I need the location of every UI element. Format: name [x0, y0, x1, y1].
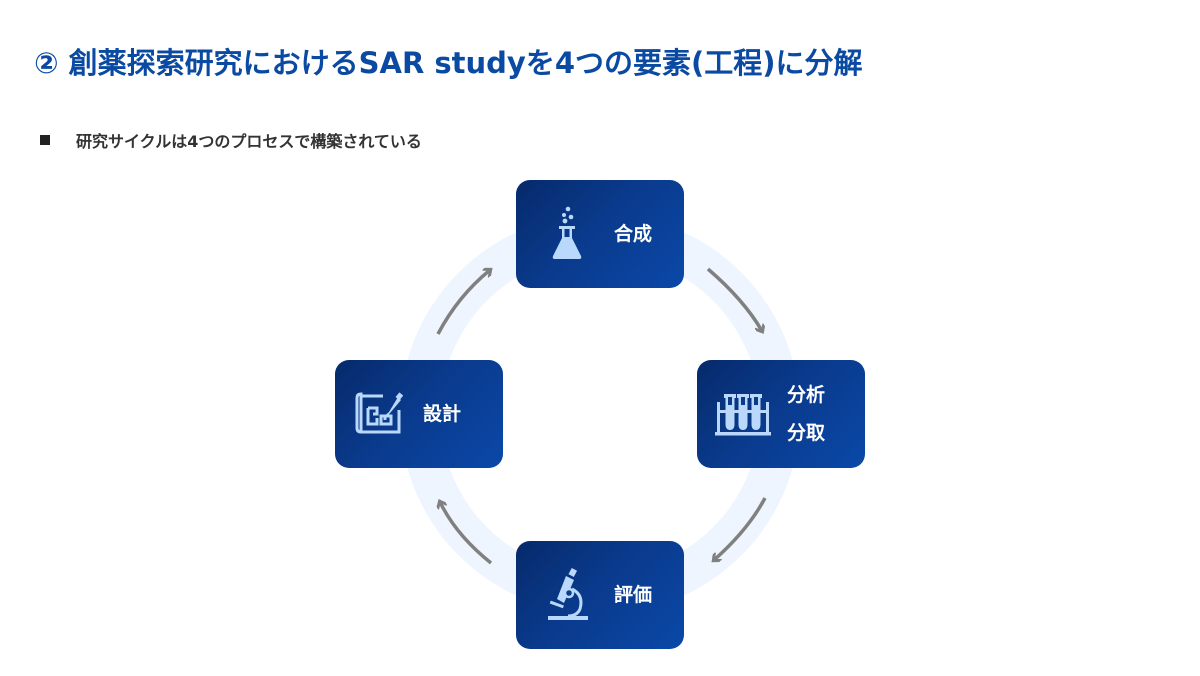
arrow-synthesis-to-analysis — [706, 267, 762, 331]
step-label: 分析 分取 — [787, 376, 825, 452]
step-label: 設計 — [423, 395, 461, 433]
arrow-design-to-synthesis — [436, 270, 490, 335]
step-label: 合成 — [614, 215, 652, 253]
microscope-icon — [548, 567, 588, 620]
test-tubes-icon — [715, 394, 771, 436]
blueprint-icon — [355, 392, 404, 434]
page-title: ② 創薬探索研究におけるSAR studyを4つの要素(工程)に分解 — [34, 46, 863, 80]
arrow-analysis-to-evaluation — [714, 497, 767, 560]
step-evaluation[interactable]: 評価 — [516, 541, 684, 649]
step-label-line: 設計 — [423, 403, 462, 425]
step-analysis[interactable]: 分析 分取 — [697, 360, 865, 468]
bullet-text: 研究サイクルは4つのプロセスで構築されている — [76, 132, 422, 151]
step-label-line: 評価 — [614, 584, 653, 606]
bullet-square-icon — [40, 135, 50, 145]
arrow-evaluation-to-design — [440, 502, 493, 565]
step-label-line: 分析 — [787, 384, 826, 406]
step-synthesis[interactable]: 合成 — [516, 180, 684, 288]
step-label-line: 分取 — [787, 422, 826, 444]
bullet-point: 研究サイクルは4つのプロセスで構築されている — [40, 128, 422, 152]
flask-icon — [552, 206, 582, 259]
step-design[interactable]: 設計 — [335, 360, 503, 468]
step-label-line: 合成 — [614, 223, 653, 245]
step-label: 評価 — [614, 576, 652, 614]
